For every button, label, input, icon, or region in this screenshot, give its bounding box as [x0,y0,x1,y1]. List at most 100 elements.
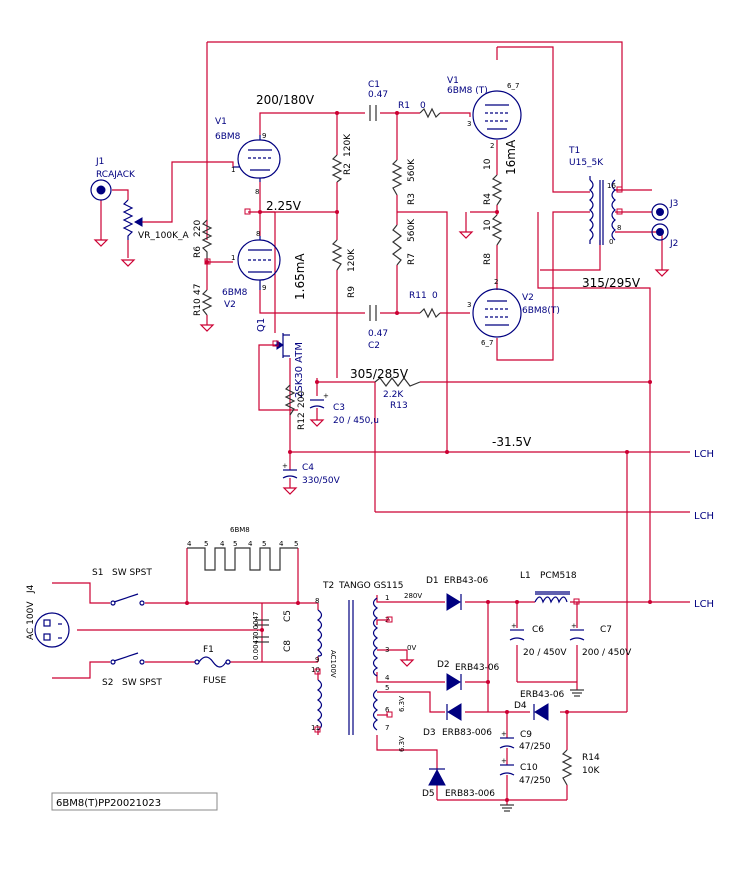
r13-ref: R13 [390,401,408,411]
capacitor-c10: + C10 47/250 [499,757,551,786]
l1-ref: L1 [520,571,531,581]
capacitor-c2: 0.47 C2 [368,305,388,351]
pin-label: 5 [204,540,208,548]
ground-icon [399,659,415,667]
resistor-r6: R6 220 [193,220,213,262]
r8-value: 10 [483,219,493,231]
s2-ref: S2 [102,678,113,688]
choke-l1: L1 PCM518 [520,571,577,604]
pin-label: 4 [248,540,253,548]
title-text: 6BM8(T)PP20021023 [56,798,161,809]
c3-value: 20 / 450,u [333,416,379,426]
r7-ref: R7 [407,253,417,265]
cathode-voltage: 2.25V [266,199,302,213]
net-label-lch: LCH [694,449,714,460]
polarity-mark: + [571,622,577,630]
c4-ref: C4 [302,463,314,473]
switch-s2: S2 SW SPST [102,652,162,688]
net-labels: LCH LCH LCH [694,449,714,610]
r9-ref: R9 [347,286,357,298]
switch-s1: S1 SW SPST [92,568,152,606]
resistor-r1: R1 0 [398,101,441,119]
pin-label: 1 [231,166,235,174]
capacitor-c1: C1 0.47 [368,80,388,121]
heater-string: 6BM8 4 5 4 5 4 5 4 5 [187,526,298,571]
output-current: 16mA [504,139,518,175]
j3-ref: J3 [669,199,678,209]
r6-value: 220 [193,220,203,237]
c5-ref: C5 [283,610,293,622]
title-block: 6BM8(T)PP20021023 [51,792,218,811]
pin-label: 4 [385,674,390,682]
tap-label: 16 [607,182,616,190]
c9-ref: C9 [520,730,532,740]
pin-label: 3 [385,646,389,654]
t2-ref: T2 [322,581,334,591]
pin-label: 6_7 [507,82,519,90]
pin-label: 8 [315,597,319,605]
tube-v1-output: V1 6BM8 (T) 6_7 3 2 [447,76,522,150]
c2-ref: C2 [368,341,380,351]
c10-value: 47/250 [519,776,551,786]
r7-value: 560K [407,218,417,242]
resistor-r11: R11 0 [409,291,441,319]
tube-v1-upper: V1 6BM8 9 1 8 [215,117,281,196]
resistor-r7: R7 560K [392,218,417,266]
pin-label: 5 [385,684,389,692]
polarity-mark: + [511,622,517,630]
polarity-mark: + [323,392,329,400]
f1-name: FUSE [203,676,226,686]
net-label-lch: LCH [694,599,714,610]
tap-label: 8 [617,224,621,232]
t2-sec-b: 0V [407,644,416,652]
t2-primary: AC100V [329,650,337,678]
c1-ref: C1 [368,80,380,90]
r4-value: 10 [483,158,493,170]
c9-value: 47/250 [519,742,551,752]
cathode-current: 1.65mA [293,253,307,300]
l1-name: PCM518 [540,571,577,581]
j1-ref: J1 [95,157,104,167]
r10-ref: R10 [193,298,203,316]
c5-value: 0.0047 [252,612,260,637]
r2-ref: R2 [343,163,353,175]
diode-d4: ERB43-06 D4 [514,690,565,721]
pin-label: 2 [490,142,494,150]
pin-label: 7 [385,724,389,732]
diode-d2: D2 ERB43-06 [437,660,500,691]
polarity-mark: + [501,757,507,765]
t2-sec-d: 6.3V [398,736,406,752]
r6-ref: R6 [193,246,203,258]
diode-d3: D3 ERB83-006 [423,703,492,738]
capacitor-c4: + C4 330/50V [282,462,341,488]
ac-inlet-j4: AC 100V J4 [26,584,70,648]
polarity-mark: + [282,462,288,470]
r1-value: 0 [420,101,426,111]
resistor-r3: R3 560K [391,158,417,205]
c1-value: 0.47 [368,90,388,100]
bias-voltage: -31.5V [492,435,532,449]
pin-label: 8 [256,230,260,238]
fuse-f1: F1 FUSE [194,645,231,686]
pin-label: 1 [385,594,389,602]
resistor-r4: R4 10 [483,158,503,206]
r14-ref: R14 [582,753,600,763]
potentiometer-vr: VR_100K_A [122,199,189,241]
tap-label: 0 [609,238,613,246]
r13-value: 2.2K [383,390,404,400]
pin-label: 1 [231,254,235,262]
pin-label: 4 [220,540,225,548]
ground-icon [309,419,325,427]
c7-ref: C7 [600,625,612,635]
r9-value: 120K [347,248,357,272]
tube-v2-output: V2 6BM8(T) 2 3 6_7 [467,278,560,347]
s1-ref: S1 [92,568,103,578]
ground-icon [654,269,670,277]
vr-name: VR_100K_A [138,231,189,241]
pin-label: 5 [233,540,237,548]
c4-value: 330/50V [302,476,341,486]
v1-out-ref: V1 [447,76,459,86]
c10-ref: C10 [520,763,538,773]
r2-value: 120K [343,133,353,157]
j1-name: RCAJACK [96,170,136,180]
